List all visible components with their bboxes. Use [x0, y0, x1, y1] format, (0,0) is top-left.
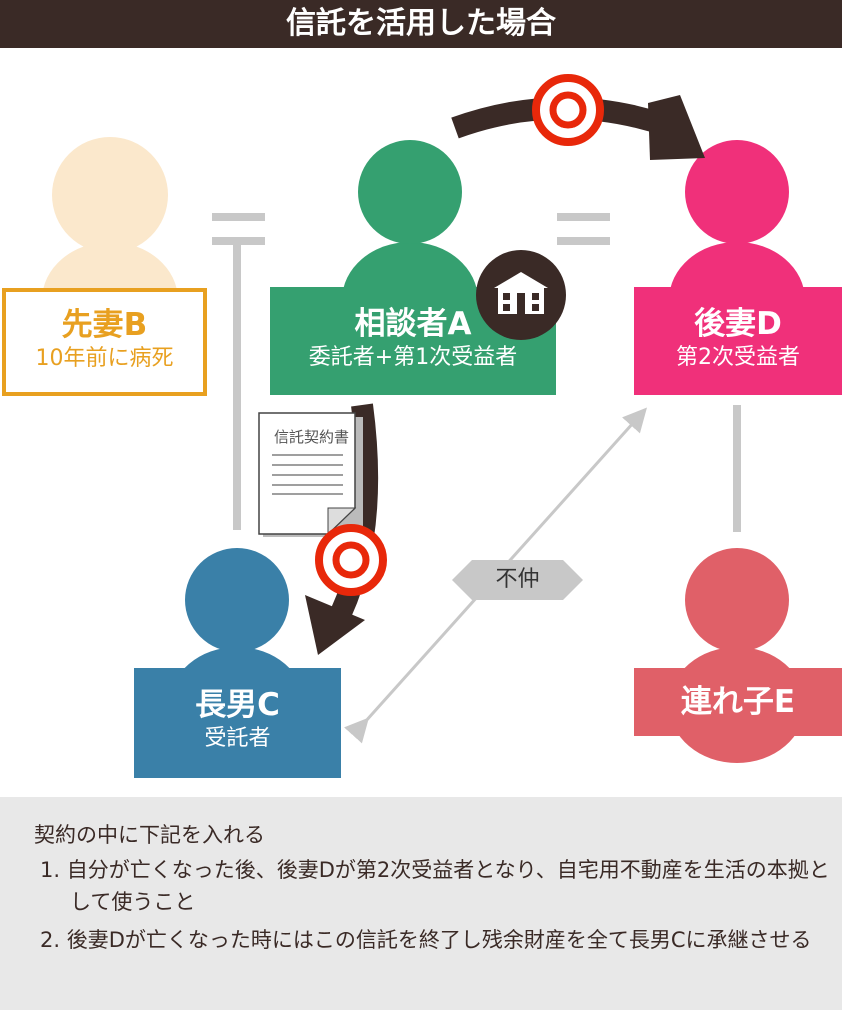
document-icon: [258, 412, 363, 537]
document-label: 信託契約書: [274, 428, 350, 446]
person-b-role: 10年前に病死: [35, 346, 174, 371]
arrow-a-to-d-head: [648, 95, 705, 160]
person-d-name: 後妻D: [694, 306, 782, 342]
note-heading: 契約の中に下記を入れる: [34, 823, 265, 847]
house-icon: [476, 250, 566, 340]
person-c-role: 受託者: [204, 726, 271, 751]
relation-lines: [212, 213, 741, 532]
person-e-box: 連れ子E: [634, 668, 842, 736]
page-title: 信託を活用した場合: [0, 0, 842, 48]
person-c-box: 長男C 受託者: [134, 668, 341, 778]
conflict-badge: [452, 560, 583, 600]
target-icon: [532, 74, 604, 146]
note-item: 2. 後妻Dが亡くなった時にはこの信託を終了し残余財産を全て長男Cに承継させる: [40, 928, 812, 952]
person-e-name: 連れ子E: [680, 684, 796, 720]
arrow-a-to-c-head: [305, 595, 365, 655]
note-item: 1. 自分が亡くなった後、後妻Dが第2次受益者となり、自宅用不動産を生活の本拠と…: [40, 858, 830, 914]
person-d-box: 後妻D 第2次受益者: [634, 287, 842, 395]
contract-note: 契約の中に下記を入れる 1. 自分が亡くなった後、後妻Dが第2次受益者となり、自…: [0, 797, 842, 1010]
target-icon: [315, 524, 387, 596]
person-a-role: 委託者+第1次受益者: [308, 345, 518, 370]
person-b-name: 先妻B: [61, 307, 148, 343]
person-b-box: 先妻B 10年前に病死: [2, 288, 207, 396]
person-d-role: 第2次受益者: [676, 345, 800, 370]
conflict-label: 不仲: [495, 567, 540, 592]
person-c-name: 長男C: [195, 687, 280, 723]
person-a-name: 相談者A: [354, 306, 472, 342]
